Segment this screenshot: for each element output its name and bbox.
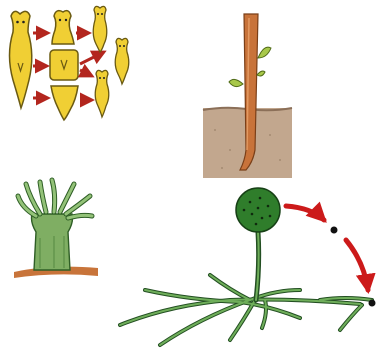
- sporangium: [236, 188, 280, 232]
- planarian-eye: [65, 19, 67, 21]
- planarian-eye: [22, 21, 25, 24]
- leaf-bud: [229, 79, 243, 86]
- soil-grain: [279, 159, 281, 161]
- leaf-bud: [257, 71, 265, 76]
- soil-grain: [229, 149, 231, 151]
- planarian-eye: [97, 13, 99, 15]
- planarian-regenerated: [115, 38, 129, 84]
- planarian-regenerated: [93, 6, 107, 52]
- leaf-bud: [258, 47, 271, 58]
- regrow-arrow: [80, 52, 104, 64]
- hyphae: [120, 275, 372, 345]
- planarian-eye: [119, 45, 121, 47]
- planarian-eye: [99, 77, 101, 79]
- soil-grain: [269, 134, 271, 136]
- planarian-regeneration-panel: [10, 6, 129, 120]
- planarian-eye: [123, 45, 125, 47]
- planarian-piece-head: [52, 11, 74, 44]
- hydra-body: [32, 214, 73, 270]
- hydra-panel: [14, 180, 98, 278]
- planarian-eye: [101, 13, 103, 15]
- stem-cutting-panel: [203, 14, 292, 178]
- planarian-piece-tail: [51, 86, 78, 120]
- planarian-eye: [103, 77, 105, 79]
- planarian-eye: [16, 21, 19, 24]
- mold-panel: [120, 188, 376, 345]
- hyphae-highlight: [120, 275, 372, 345]
- planarian-piece-middle: [50, 50, 78, 80]
- planarian-regenerated: [95, 70, 109, 117]
- soil-grain: [214, 129, 216, 131]
- spore: [369, 300, 376, 307]
- spore-dispersal-arrow: [346, 240, 368, 290]
- regrow-arrow: [80, 70, 92, 76]
- soil-grain: [221, 167, 223, 169]
- spore: [331, 227, 338, 234]
- planarian-eye: [59, 19, 61, 21]
- planarian-whole: [10, 11, 32, 108]
- spore-dispersal-arrow: [286, 206, 324, 220]
